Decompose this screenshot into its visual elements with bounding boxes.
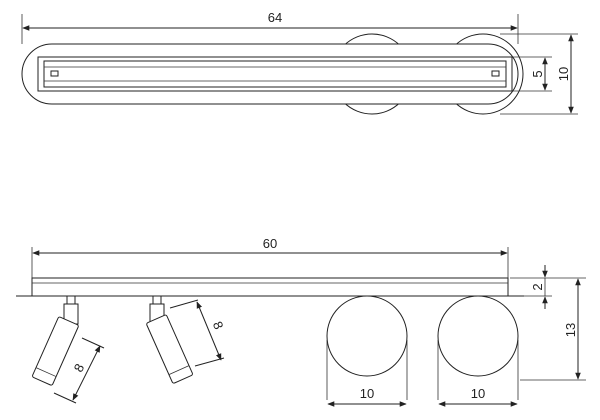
spot-left-ring (35, 367, 57, 377)
dim-60-label: 60 (263, 236, 277, 251)
dim-10a-label: 10 (360, 386, 374, 401)
spot-right-body (146, 314, 193, 384)
dim-8a-line (72, 345, 101, 401)
top-view: 64 5 10 (21, 10, 578, 115)
dim-8a-ext-2 (53, 392, 77, 404)
dim-2-label: 2 (530, 283, 545, 290)
spot-left-stem (66, 295, 76, 305)
top-track-end-cap-right (491, 70, 500, 77)
spot-right-ring (168, 365, 190, 375)
spot-right-stem (152, 295, 162, 305)
dim-10b-label: 10 (471, 386, 485, 401)
side-view: 60 8 8 (16, 236, 586, 407)
dim-8b-label: 8 (210, 319, 227, 331)
dim-8b-ext-2 (194, 357, 225, 367)
side-globe-right (437, 295, 519, 377)
spotlight-right (146, 295, 193, 384)
top-track-outer (37, 56, 513, 92)
top-track-end-cap-left (50, 70, 59, 77)
side-globe-left (326, 295, 408, 377)
side-base (31, 277, 509, 297)
dim-64-label: 64 (268, 10, 282, 25)
spot-left-body (32, 316, 79, 386)
top-track-inner (43, 60, 507, 88)
dim-8a-ext-1 (81, 337, 105, 349)
dim-13-label: 13 (563, 323, 578, 337)
spotlight-left (32, 295, 79, 386)
dim-10-label: 10 (556, 67, 571, 81)
dim-8a-label: 8 (71, 361, 88, 374)
dim-8b-ext-1 (169, 299, 199, 309)
dim-8b-line (196, 301, 222, 361)
dim-5-label: 5 (530, 70, 545, 77)
